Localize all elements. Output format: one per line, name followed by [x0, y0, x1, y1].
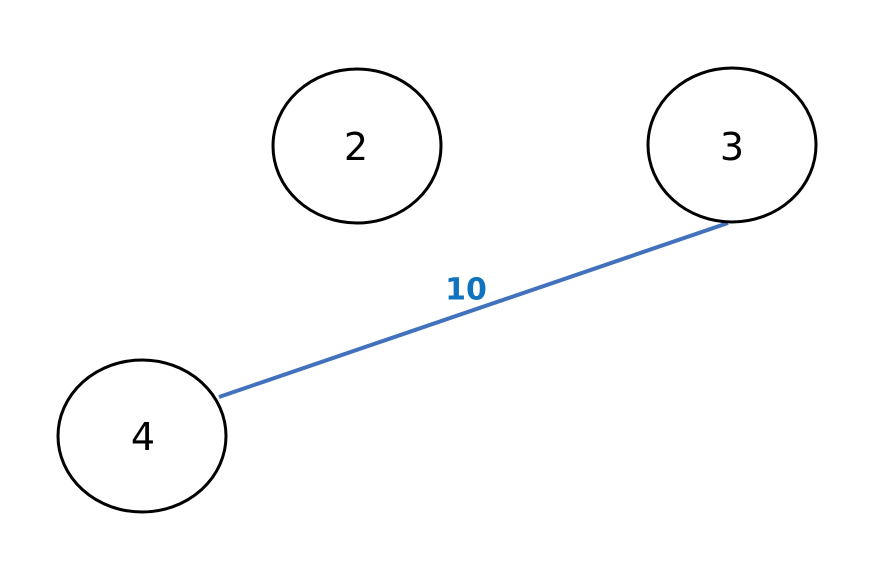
edge-4-3[interactable]: 10 [218, 221, 729, 399]
edge-weight-label-4-3: 10 [445, 273, 487, 308]
node-4-label: 4 [131, 415, 155, 459]
node-3[interactable]: 3 [646, 66, 818, 224]
node-4-circle[interactable] [56, 358, 228, 514]
node-3-circle[interactable] [646, 66, 818, 224]
node-2[interactable]: 2 [271, 67, 443, 225]
node-3-label: 3 [720, 125, 744, 169]
edge-line-4-3[interactable] [218, 221, 729, 399]
node-2-circle[interactable] [271, 67, 443, 225]
node-4[interactable]: 4 [56, 358, 228, 514]
node-2-label: 2 [344, 125, 368, 169]
